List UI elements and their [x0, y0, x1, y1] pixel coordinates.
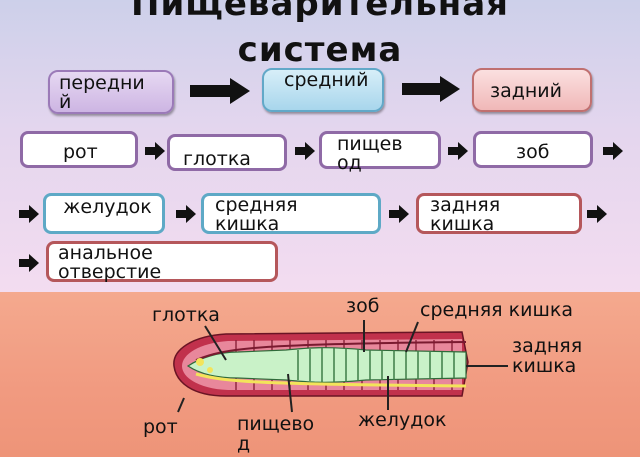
section-front-label: передний [59, 72, 145, 113]
chain-arrow-3 [448, 142, 468, 160]
diagram-label-stomach: желудок [358, 409, 447, 431]
organ-crop: зоб [473, 131, 593, 168]
chain-arrow-8 [587, 205, 607, 223]
organ-anus-label: анальное отверстие [58, 242, 162, 283]
section-arrow-1 [190, 78, 250, 104]
diagram-label-esophagus: пищевод [237, 413, 315, 455]
organ-stomach-label: желудок [63, 196, 152, 218]
organ-pharynx-label: глотка [183, 148, 251, 170]
organ-mouth-label: рот [63, 141, 98, 163]
organ-anus: анальное отверстие [46, 241, 278, 282]
chain-arrow-6 [176, 205, 196, 223]
organ-hindgut-label: задняя кишка [430, 194, 501, 235]
section-back-label: задний [490, 80, 563, 102]
section-middle-label: средний [284, 69, 369, 91]
organ-pharynx: глотка [167, 134, 287, 171]
diagram-label-pharynx: глотка [152, 304, 220, 326]
chain-arrow-9 [19, 254, 39, 272]
diagram-label-crop: зоб [346, 295, 380, 317]
organ-crop-label: зоб [516, 141, 550, 163]
title-line-1: Пищеварительная [131, 0, 509, 24]
diagram-label-midgut: средняя кишка [420, 299, 573, 321]
chain-arrow-4 [603, 142, 623, 160]
organ-stomach: желудок [43, 193, 165, 234]
section-front: передний [48, 70, 174, 114]
organ-esophagus-label: пищевод [337, 133, 403, 174]
section-middle: средний [262, 68, 384, 112]
organ-mouth: рот [20, 131, 138, 168]
earthworm-digestive-illustration [173, 331, 469, 397]
section-back: задний [472, 68, 592, 112]
organ-esophagus: пищевод [319, 131, 441, 173]
organ-midgut: средняя кишка [201, 193, 381, 234]
chain-arrow-5 [19, 205, 39, 223]
chain-arrow-7 [389, 205, 409, 223]
organ-midgut-label: средняя кишка [215, 194, 298, 235]
title-line-2: система [237, 30, 403, 70]
organ-hindgut: задняя кишка [416, 193, 582, 234]
diagram-label-hindgut: задняя кишка [512, 335, 583, 377]
section-arrow-2 [402, 76, 460, 102]
diagram-label-mouth: рот [143, 416, 178, 438]
chain-arrow-1 [145, 142, 165, 160]
chain-arrow-2 [295, 142, 315, 160]
